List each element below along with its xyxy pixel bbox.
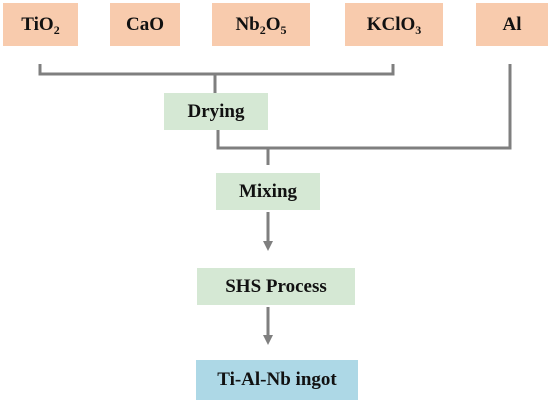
formula-text: Nb [235,13,260,35]
shs-process-step-box: SHS Process [197,268,355,305]
formula-text: KClO [366,13,416,35]
material-box-nb2o5: Nb2O5 [212,3,310,46]
material-box-tio2: TiO2 [3,3,78,46]
formula-text: Al [502,13,522,35]
material-label-cao: CaO [126,14,164,36]
formula-subscript: 2 [53,22,60,37]
material-box-cao: CaO [110,3,180,46]
drying-step-box: Drying [164,93,268,130]
material-label-tio2: TiO2 [21,14,59,36]
formula-subscript: 3 [415,22,422,37]
formula-text: O [265,13,281,35]
formula-text: CaO [126,13,164,35]
mixing-step-box: Mixing [216,173,320,210]
formula-subscript: 2 [259,22,266,37]
product-box: Ti-Al-Nb ingot [196,360,358,400]
drying-step-label: Drying [187,100,245,122]
formula-subscript: 5 [280,22,287,37]
shs-process-step-label: SHS Process [225,275,327,297]
material-label-kclo3: KClO3 [367,14,422,36]
material-box-al: Al [476,3,548,46]
drying-al-bracket [216,64,512,150]
material-box-kclo3: KClO3 [345,3,443,46]
product-label: Ti-Al-Nb ingot [217,369,337,390]
formula-text: TiO [21,13,54,35]
mixing-step-label: Mixing [238,180,298,202]
materials-bracket [38,64,395,76]
material-label-nb2o5: Nb2O5 [235,14,286,36]
material-label-al: Al [503,14,522,36]
